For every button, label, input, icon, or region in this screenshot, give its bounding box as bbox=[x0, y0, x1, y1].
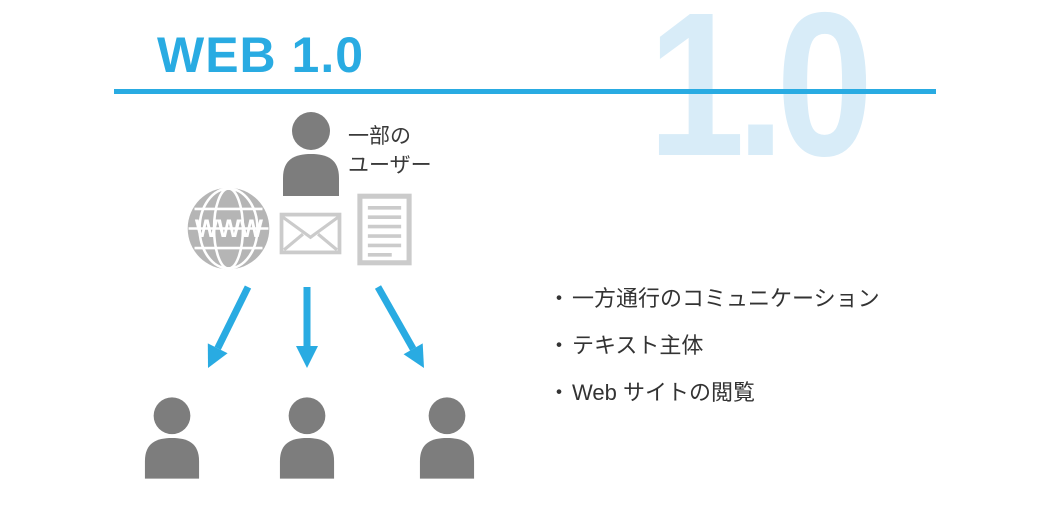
broadcast-arrows bbox=[207, 285, 424, 368]
bullet-text-web-browsing: Web サイトの閲覧 bbox=[572, 380, 755, 405]
audience-user-icon-3 bbox=[419, 397, 475, 479]
arrow-down-right bbox=[374, 285, 424, 368]
source-user-label-line1: 一部の bbox=[348, 125, 411, 148]
www-globe-icon: WWW bbox=[187, 187, 270, 270]
globe-www-label: WWW bbox=[195, 216, 264, 243]
bullet-text-one-way-communication: 一方通行のコミュニケーション bbox=[572, 286, 880, 311]
bullet-marker: ・ bbox=[548, 333, 571, 358]
bullet-marker: ・ bbox=[548, 286, 571, 311]
arrow-down-left bbox=[207, 285, 252, 368]
arrow-down-middle bbox=[296, 287, 318, 368]
bullet-marker: ・ bbox=[548, 380, 571, 405]
audience-user-icon-2 bbox=[279, 397, 335, 479]
bullet-item-1: ・ 一方通行のコミュニケーション bbox=[548, 281, 880, 328]
title-underline-rule bbox=[114, 89, 936, 94]
bullet-item-3: ・ Web サイトの閲覧 bbox=[548, 375, 880, 422]
email-envelope-icon bbox=[279, 212, 342, 255]
source-user-label: 一部の ユーザー bbox=[348, 122, 432, 181]
source-user-icon bbox=[283, 112, 339, 196]
document-icon bbox=[357, 193, 412, 266]
page-title: WEB 1.0 bbox=[157, 27, 365, 83]
audience-user-icon-1 bbox=[144, 397, 200, 479]
feature-bullet-list: ・ 一方通行のコミュニケーション ・ テキスト主体 ・ Web サイトの閲覧 bbox=[548, 281, 880, 422]
source-user-label-line2: ユーザー bbox=[348, 154, 432, 178]
bullet-item-2: ・ テキスト主体 bbox=[548, 328, 880, 375]
bullet-text-text-based: テキスト主体 bbox=[572, 333, 704, 358]
